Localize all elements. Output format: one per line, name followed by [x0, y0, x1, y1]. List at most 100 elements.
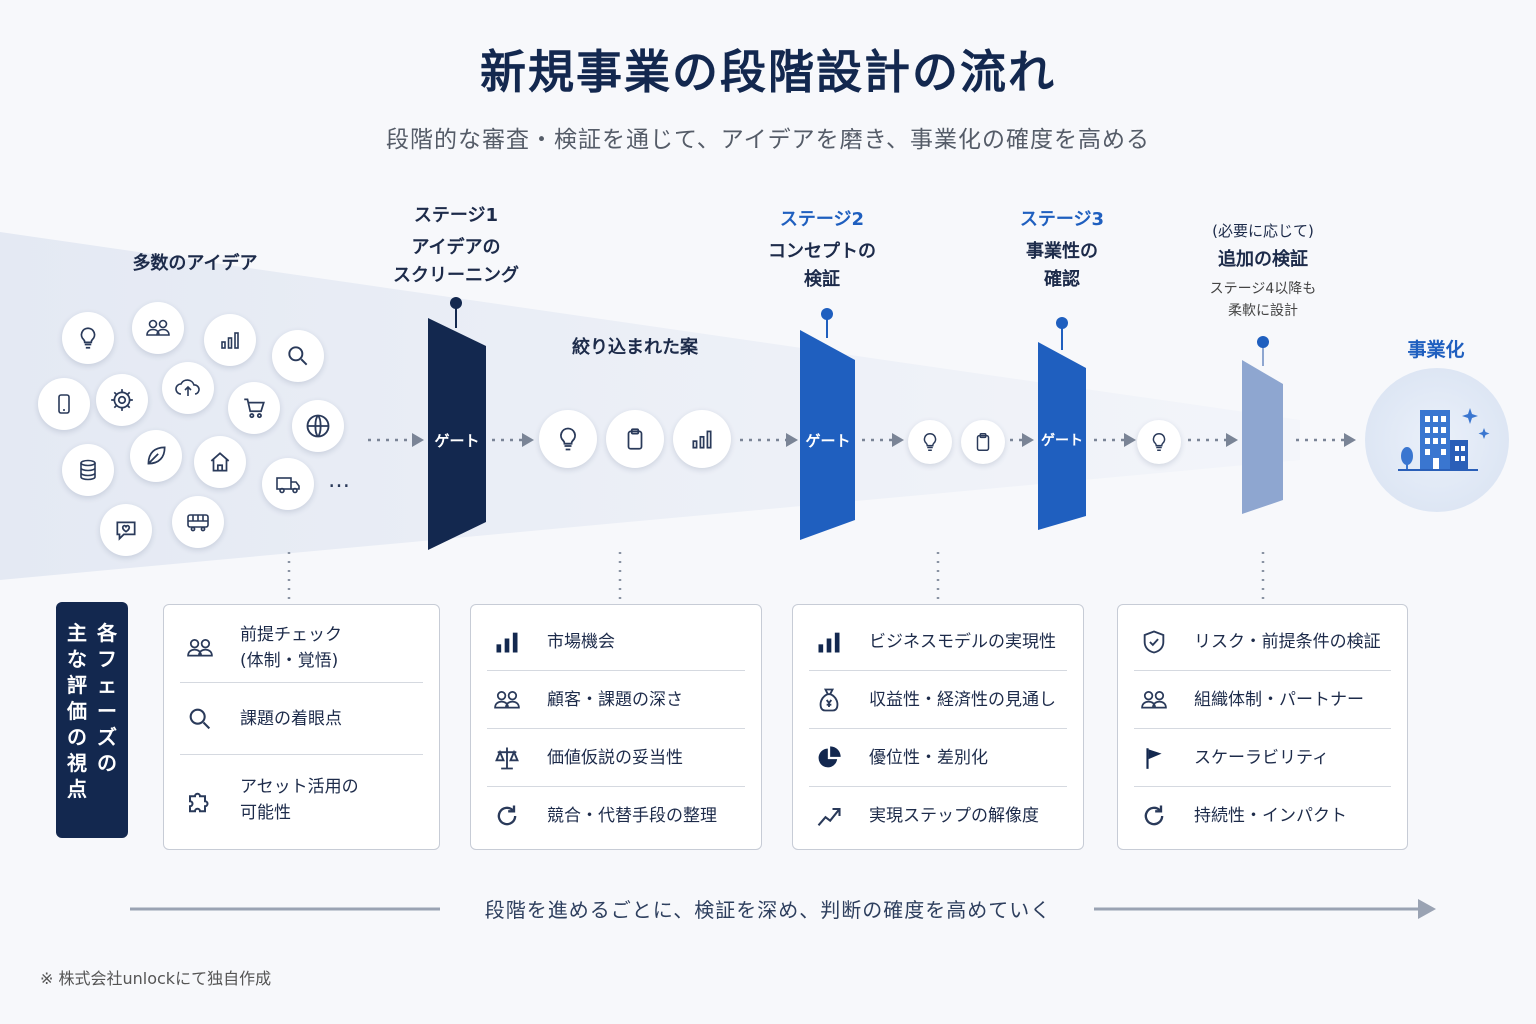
list-item: 競合・代替手段の整理	[487, 787, 745, 845]
people-icon	[180, 632, 220, 664]
smartphone-icon	[38, 378, 90, 430]
money-bag-icon	[809, 684, 849, 716]
list-item-text: 課題の着眼点	[240, 708, 342, 729]
cloud-upload-icon	[162, 362, 214, 414]
list-item: 課題の着眼点	[180, 683, 423, 755]
footnote: ※ 株式会社unlockにて独自作成	[40, 969, 272, 988]
lightbulb-icon	[1137, 420, 1181, 464]
list-item: アセット活用の 可能性	[180, 755, 423, 845]
additional-sub2: 柔軟に設計	[1228, 303, 1298, 319]
home-icon	[194, 436, 246, 488]
list-item: 優位性・差別化	[809, 729, 1067, 787]
list-item: 持続性・インパクト	[1134, 787, 1391, 845]
more-ideas-ellipsis: …	[328, 468, 352, 493]
list-item-text: 競合・代替手段の整理	[547, 806, 717, 826]
bottom-message: 段階を進めるごとに、検証を深め、判断の確度を高めていく	[484, 898, 1052, 922]
gear-icon	[96, 374, 148, 426]
list-item: 市場機会	[487, 613, 745, 671]
bar-chart-icon	[487, 626, 527, 658]
list-item-text: 実現ステップの解像度	[869, 806, 1039, 826]
arrow-head	[412, 433, 424, 447]
list-item-text: 価値仮説の妥当性	[547, 747, 683, 768]
list-item: 実現ステップの解像度	[809, 787, 1067, 845]
building-icon	[1398, 408, 1490, 471]
bar-chart-icon	[809, 626, 849, 658]
list-item: 顧客・課題の深さ	[487, 671, 745, 729]
bus-icon	[172, 496, 224, 548]
list-item: スケーラビリティ	[1134, 729, 1391, 787]
narrowed-label: 絞り込まれた案	[572, 337, 698, 358]
perspectives-panel-stage2: 市場機会 顧客・課題の深さ 価値仮説の妥当性 競合・代替手段の整理	[470, 604, 762, 850]
truck-icon	[262, 458, 314, 510]
perspectives-panel-additional: リスク・前提条件の検証 組織体制・パートナー スケーラビリティ 持続性・インパク…	[1117, 604, 1408, 850]
gate-2	[800, 330, 855, 540]
list-item-text: スケーラビリティ	[1194, 747, 1329, 768]
perspectives-tab: 各フェーズの 主な評価の視点	[56, 602, 128, 838]
pie-chart-icon	[809, 742, 849, 774]
perspectives-tab-col2: 主な評価の視点	[67, 621, 87, 801]
refresh-icon	[1134, 800, 1174, 832]
list-item-text: 前提チェック (体制・覚悟)	[240, 624, 342, 671]
shield-check-icon	[1134, 626, 1174, 658]
stage3-line2: 確認	[1044, 269, 1080, 290]
list-item-text: 持続性・インパクト	[1194, 806, 1347, 826]
additional-sub1: ステージ4以降も	[1209, 281, 1317, 297]
list-item-text: ビジネスモデルの実現性	[869, 631, 1056, 652]
perspectives-panel-stage1: 前提チェック (体制・覚悟) 課題の着眼点 アセット活用の 可能性	[163, 604, 440, 850]
clipboard-icon	[606, 410, 664, 468]
list-item-text: アセット活用の 可能性	[240, 777, 359, 823]
arrow-head	[1226, 433, 1238, 447]
list-item: ビジネスモデルの実現性	[809, 613, 1067, 671]
bottom-arrow-head	[1418, 899, 1436, 919]
stage1-line1: アイデアの	[411, 237, 501, 258]
stage3-line1: 事業性の	[1026, 241, 1098, 262]
search-icon	[180, 703, 220, 735]
list-item-text: 収益性・経済性の見通し	[869, 689, 1056, 710]
flag-icon	[1134, 742, 1174, 774]
perspectives-panel-stage3: ビジネスモデルの実現性 収益性・経済性の見通し 優位性・差別化 実現ステップの解…	[792, 604, 1084, 850]
gate-additional	[1242, 360, 1283, 514]
stage1-label: ステージ1	[413, 205, 499, 226]
database-icon	[62, 444, 114, 496]
arrow-head	[1124, 433, 1136, 447]
arrow-head	[1344, 433, 1356, 447]
arrow-head	[522, 433, 534, 447]
search-icon	[272, 330, 324, 382]
puzzle-icon	[180, 784, 220, 816]
page-subtitle: 段階的な審査・検証を通じて、アイデアを磨き、事業化の確度を高める	[385, 127, 1151, 153]
list-item-text: 優位性・差別化	[869, 747, 988, 768]
additional-note: (必要に応じて)	[1212, 222, 1314, 240]
stage2-label: ステージ2	[779, 209, 865, 230]
clipboard-icon	[961, 420, 1005, 464]
arrow-head	[786, 433, 798, 447]
people-icon	[1134, 684, 1174, 716]
stage2-line1: コンセプトの	[768, 241, 876, 262]
stage2-line2: 検証	[804, 269, 840, 290]
people-icon	[132, 302, 184, 354]
list-item-text: 顧客・課題の深さ	[547, 689, 683, 710]
cart-icon	[228, 382, 280, 434]
list-item: 組織体制・パートナー	[1134, 671, 1391, 729]
final-business-label: 事業化	[1407, 339, 1465, 361]
bar-chart-icon	[204, 314, 256, 366]
people-icon	[487, 684, 527, 716]
page-title: 新規事業の段階設計の流れ	[480, 45, 1056, 99]
lightbulb-icon	[908, 420, 952, 464]
additional-title: 追加の検証	[1218, 249, 1308, 270]
gate3-label: ゲート	[1041, 433, 1083, 449]
stage3-label: ステージ3	[1019, 209, 1105, 230]
refresh-icon	[487, 800, 527, 832]
list-item-text: リスク・前提条件の検証	[1194, 631, 1381, 652]
gate2-label: ゲート	[805, 432, 851, 450]
list-item: リスク・前提条件の検証	[1134, 613, 1391, 671]
arrow-head	[892, 433, 904, 447]
funnel-shape	[0, 232, 1300, 580]
scale-icon	[487, 742, 527, 774]
gate-3	[1038, 342, 1086, 530]
perspectives-tab-col1: 各フェーズの	[97, 621, 117, 775]
list-item-text: 組織体制・パートナー	[1194, 689, 1364, 710]
leaf-icon	[130, 430, 182, 482]
heart-chat-icon	[100, 504, 152, 556]
arrow-head	[1022, 433, 1034, 447]
